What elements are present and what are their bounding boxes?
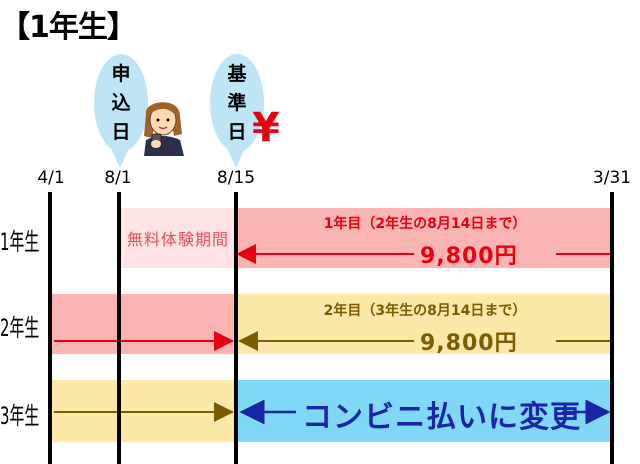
row-label-grade2: 2年生 — [0, 314, 40, 342]
timeline-line-aug15 — [234, 192, 238, 464]
date-label-mar31: 3/31 — [592, 168, 632, 188]
date-label-apr1: 4/1 — [37, 168, 65, 188]
page-title: 【1年生】 — [0, 10, 137, 45]
base-char-2: 準 — [227, 92, 247, 114]
timeline-line-apr1 — [48, 192, 52, 464]
year1-price: 9,800円 — [420, 244, 518, 269]
year1-fee-label: 1年目（2年生の8月14日まで） — [323, 216, 527, 232]
application-char-3: 日 — [111, 121, 131, 143]
konbini-band — [236, 380, 612, 442]
base-char-3: 日 — [227, 121, 247, 143]
application-char-1: 申 — [111, 63, 131, 85]
year2-carryover-band — [52, 294, 236, 354]
year2-price: 9,800円 — [420, 331, 518, 356]
row-label-grade3: 3年生 — [0, 402, 40, 430]
date-label-aug15: 8/15 — [216, 168, 256, 188]
base-bubble-tail — [226, 146, 246, 168]
application-char-2: 込 — [111, 92, 131, 114]
application-date-bubble — [94, 54, 148, 152]
yen-icon: ¥ — [252, 105, 280, 151]
year1-fee-band — [236, 208, 612, 268]
year2-fee-label: 2年目（3年生の8月14日まで） — [323, 303, 527, 319]
trial-period-band — [120, 208, 236, 268]
konbini-label: コンビニ払いに変更 — [302, 400, 581, 435]
timeline-line-aug1 — [117, 192, 121, 464]
timeline-line-mar31 — [610, 192, 614, 464]
row-label-grade1: 1年生 — [0, 228, 40, 256]
base-char-1: 基 — [227, 63, 247, 85]
date-label-aug1: 8/1 — [104, 168, 132, 188]
woman-with-phone-icon — [144, 102, 184, 156]
year2-fee-band — [236, 294, 612, 354]
base-date-bubble — [210, 54, 264, 152]
application-bubble-tail — [110, 146, 130, 168]
trial-period-label: 無料体験期間 — [126, 230, 229, 249]
